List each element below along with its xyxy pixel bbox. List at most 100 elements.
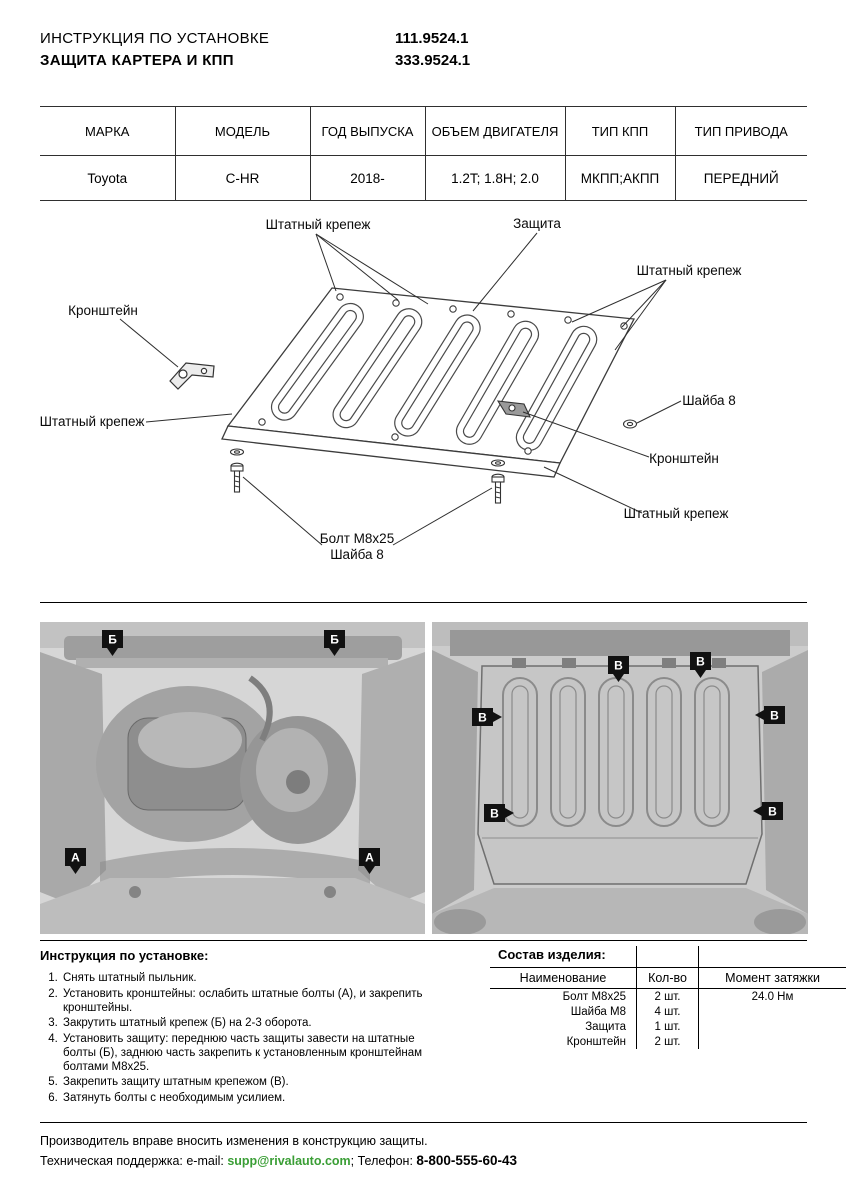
label-washer-bottom: Шайба 8 [330,547,384,562]
instruction-step: Затянуть болты с необходимым усилием. [61,1091,426,1105]
marker-v-top-2: В [690,652,711,678]
component-name: Болт М8х25 [562,991,626,1003]
cell-engine: 1.2T; 1.8H; 2.0 [425,155,566,201]
photo-before-installation: Б Б А А [40,622,425,939]
divider-bottom [40,1122,807,1123]
marker-a-bottom-right: А [359,848,380,874]
support-prefix: Техническая поддержка: e-mail: [40,1154,228,1168]
doc-header: ИНСТРУКЦИЯ ПО УСТАНОВКЕ ЗАЩИТА КАРТЕРА И… [40,30,269,69]
instruction-step: Снять штатный пыльник. [61,971,426,985]
installation-instructions: Инструкция по установке: Снять штатный п… [40,948,470,1106]
label-fastener-left: Штатный крепеж [40,414,145,429]
marker-b-top-right: Б [324,630,345,656]
header-gearbox: ТИП КПП [565,106,676,156]
header-model: МОДЕЛЬ [175,106,311,156]
component-qty: 2 шт. [636,989,698,1004]
marker-v-right-mid: В [755,706,785,724]
part-number-1: 111.9524.1 [395,30,469,47]
parts-diagram: Штатный крепеж Защита Штатный крепеж Кро… [0,205,848,603]
support-separator: ; Телефон: [350,1154,417,1168]
part-numbers: 111.9524.1 333.9524.1 [395,30,470,74]
header-make: МАРКА [40,106,176,156]
doc-title-line2: ЗАЩИТА КАРТЕРА И КПП [40,52,234,69]
marker-a-bottom-left: А [65,848,86,874]
instruction-step: Установить кронштейны: ослабить штатные … [61,987,426,1015]
label-fastener-right: Штатный крепеж [637,263,742,278]
marker-v-right-low: В [753,802,783,820]
bracket-right-shape [496,400,531,418]
svg-text:В: В [696,655,705,669]
support-phone: 8-800-555-60-43 [416,1153,517,1168]
svg-text:Б: Б [108,633,117,647]
photo-after-installation: В В В В В [432,622,808,939]
cell-year: 2018- [310,155,426,201]
header-engine: ОБЪЕМ ДВИГАТЕЛЯ [425,106,566,156]
guard-plate-shape [221,287,636,478]
component-name: Шайба М8 [570,1006,626,1018]
label-bolt: Болт М8х25 [320,531,394,546]
header-year: ГОД ВЫПУСКА [310,106,426,156]
support-email[interactable]: supp@rivalauto.com [227,1154,351,1168]
support-line: Техническая поддержка: e-mail: supp@riva… [40,1153,517,1168]
components-title-spacer [636,946,698,967]
header-drive: ТИП ПРИВОДА [694,123,788,139]
divider-top [40,602,807,603]
part-number-2: 333.9524.1 [395,52,471,69]
leader-lines [119,232,682,546]
instruction-step: Закрепить защиту штатным крепежом (В). [61,1075,426,1089]
component-qty: 2 шт. [636,1034,698,1049]
label-bracket-left: Кронштейн [68,303,138,318]
instruction-step: Закрутить штатный крепеж (Б) на 2-3 обор… [61,1016,426,1030]
cell-gearbox: МКПП;АКПП [565,155,676,201]
component-name: Кронштейн [566,1036,626,1048]
washer-icon-right [622,419,638,429]
svg-text:В: В [770,709,779,723]
svg-text:В: В [614,659,623,673]
bracket-left-shape [169,362,215,390]
component-torque: 24.0 Нм [698,989,846,1004]
component-qty: 1 шт. [636,1019,698,1034]
marker-v-top-1: В [608,656,629,682]
instructions-list: Снять штатный пыльник. Установить кроншт… [40,971,426,1105]
doc-title-line1: ИНСТРУКЦИЯ ПО УСТАНОВКЕ [40,30,270,47]
svg-text:В: В [490,807,499,821]
divider-middle [40,940,807,941]
vehicle-table: МАРКА МОДЕЛЬ ГОД ВЫПУСКА ОБЪЕМ ДВИГАТЕЛЯ… [40,106,807,201]
component-name: Защита [585,1021,626,1033]
instruction-step: Установить защиту: переднюю часть защиты… [61,1032,426,1074]
svg-text:А: А [365,851,374,865]
cell-model: C-HR [175,155,311,201]
svg-text:В: В [768,805,777,819]
components-title: Состав изделия: [498,947,606,962]
component-torque [698,1034,846,1049]
components-header-name: Наименование [490,967,636,989]
manufacturer-note: Производитель вправе вносить изменения в… [40,1134,428,1148]
bolt-icon-left [229,448,245,493]
mounting-holes [258,293,628,455]
vehicle-table-header-row: МАРКА МОДЕЛЬ ГОД ВЫПУСКА ОБЪЕМ ДВИГАТЕЛЯ… [40,106,807,156]
guard-plate-ribs [270,302,598,451]
components-header-torque: Момент затяжки [698,967,846,989]
label-washer-right: Шайба 8 [682,393,736,408]
label-bracket-right: Кронштейн [649,451,719,466]
component-torque [698,1004,846,1019]
vehicle-table-data-row: Toyota C-HR 2018- 1.2T; 1.8H; 2.0 МКПП;А… [40,155,807,201]
bolt-icon-right [490,459,506,504]
label-guard: Защита [513,216,561,231]
cell-make: Toyota [40,155,176,201]
component-torque [698,1019,846,1034]
svg-text:В: В [478,711,487,725]
component-qty: 4 шт. [636,1004,698,1019]
components-title-spacer [698,946,846,967]
components-header-qty: Кол-во [636,967,698,989]
label-fastener-top: Штатный крепеж [266,217,371,232]
marker-v-left-low: В [484,804,514,822]
instructions-title: Инструкция по установке: [40,948,209,963]
label-fastener-bottom-right: Штатный крепеж [624,506,729,521]
components-section: Состав изделия: Наименование Кол-во Моме… [490,946,846,1049]
marker-v-left-mid: В [472,708,502,726]
marker-b-top-left: Б [102,630,123,656]
svg-text:Б: Б [330,633,339,647]
svg-text:А: А [71,851,80,865]
